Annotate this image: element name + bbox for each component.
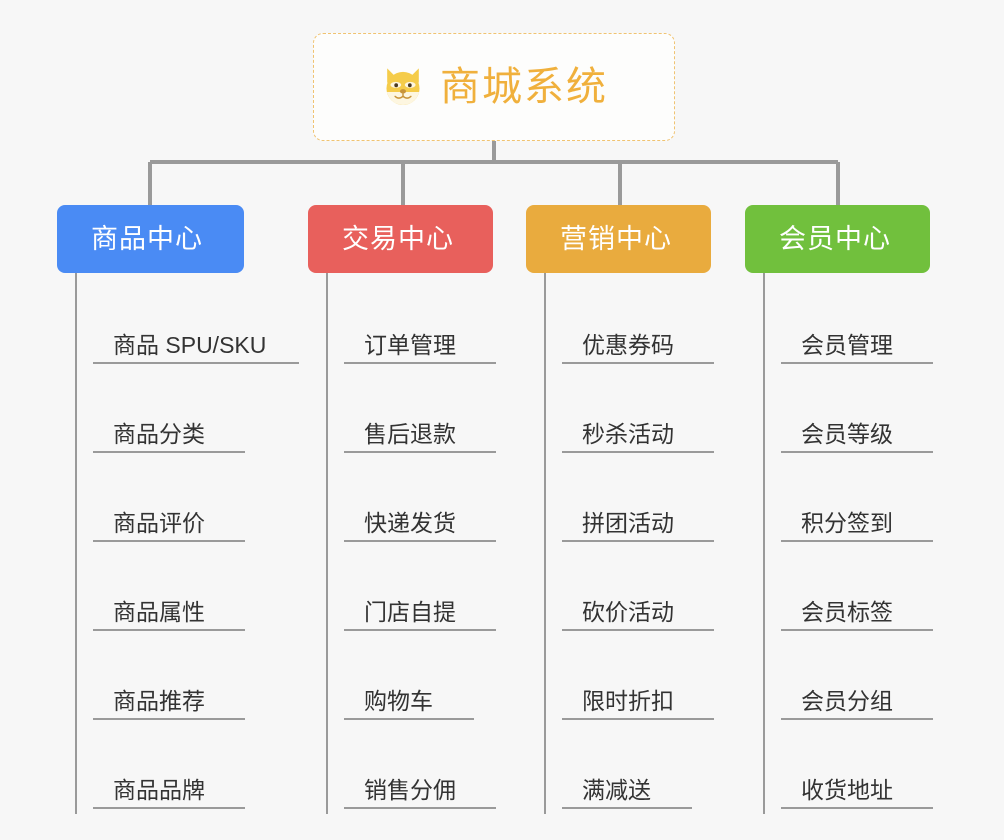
branch-column-1: 商品中心 商品 SPU/SKU 商品分类 商品评价 商品属性 商品推荐 bbox=[57, 205, 299, 814]
leaf-item[interactable]: 商品属性 bbox=[75, 542, 245, 631]
leaf-item[interactable]: 会员标签 bbox=[763, 542, 933, 631]
leaf-item[interactable]: 秒杀活动 bbox=[544, 364, 714, 453]
root-title: 商城系统 bbox=[440, 65, 608, 109]
leaf-label: 优惠券码 bbox=[582, 331, 674, 358]
leaf-item[interactable]: 收货地址 bbox=[763, 720, 933, 809]
leaf-underline bbox=[781, 629, 933, 631]
root-node[interactable]: 商城系统 bbox=[313, 33, 675, 141]
leaf-list-2: 订单管理 售后退款 快递发货 门店自提 购物车 销售分佣 bbox=[308, 273, 496, 814]
leaf-item[interactable]: 购物车 bbox=[326, 631, 493, 720]
leaf-underline bbox=[344, 540, 496, 542]
leaf-label: 积分签到 bbox=[801, 509, 893, 536]
category-label-3: 营销中心 bbox=[560, 223, 672, 254]
leaf-label: 商品属性 bbox=[113, 598, 205, 625]
category-box-2[interactable]: 交易中心 bbox=[308, 205, 493, 273]
leaf-underline bbox=[562, 451, 714, 453]
leaf-label: 限时折扣 bbox=[582, 687, 674, 714]
category-box-1[interactable]: 商品中心 bbox=[57, 205, 244, 273]
leaf-underline bbox=[562, 807, 692, 809]
leaf-label: 购物车 bbox=[364, 687, 433, 714]
leaf-item[interactable]: 会员等级 bbox=[763, 364, 933, 453]
leaf-item[interactable]: 商品评价 bbox=[75, 453, 245, 542]
leaf-underline bbox=[781, 807, 933, 809]
leaf-label: 商品分类 bbox=[113, 420, 205, 447]
category-label-2: 交易中心 bbox=[342, 223, 454, 254]
leaf-label: 会员标签 bbox=[801, 598, 893, 625]
leaf-label: 商品评价 bbox=[113, 509, 205, 536]
leaf-item[interactable]: 限时折扣 bbox=[544, 631, 714, 720]
leaf-item[interactable]: 商品品牌 bbox=[75, 720, 245, 809]
leaf-item[interactable]: 订单管理 bbox=[326, 273, 496, 364]
branch-spine-3 bbox=[544, 273, 546, 814]
leaf-underline bbox=[562, 718, 714, 720]
leaf-label: 门店自提 bbox=[364, 598, 456, 625]
leaf-label: 收货地址 bbox=[801, 776, 893, 803]
leaf-label: 砍价活动 bbox=[582, 598, 674, 625]
leaf-item[interactable]: 销售分佣 bbox=[326, 720, 496, 809]
leaf-label: 商品推荐 bbox=[113, 687, 205, 714]
leaf-underline bbox=[562, 540, 714, 542]
leaf-label: 订单管理 bbox=[364, 331, 456, 358]
branch-column-2: 交易中心 订单管理 售后退款 快递发货 门店自提 购物车 bbox=[308, 205, 496, 814]
leaf-underline bbox=[781, 718, 933, 720]
leaf-underline bbox=[562, 362, 714, 364]
leaf-label: 会员管理 bbox=[801, 331, 893, 358]
shiba-dog-icon bbox=[386, 68, 420, 105]
leaf-underline bbox=[93, 451, 245, 453]
leaf-underline bbox=[781, 540, 933, 542]
leaf-label: 商品品牌 bbox=[113, 776, 205, 803]
leaf-label: 拼团活动 bbox=[582, 509, 674, 536]
leaf-item[interactable]: 满减送 bbox=[544, 720, 711, 809]
branch-spine-2 bbox=[326, 273, 328, 814]
leaf-label: 销售分佣 bbox=[364, 776, 456, 803]
leaf-underline bbox=[93, 540, 245, 542]
leaf-label: 秒杀活动 bbox=[582, 420, 674, 447]
leaf-item[interactable]: 售后退款 bbox=[326, 364, 496, 453]
leaf-label: 会员分组 bbox=[801, 687, 893, 714]
branch-column-4: 会员中心 会员管理 会员等级 积分签到 会员标签 会员分组 bbox=[745, 205, 933, 814]
leaf-item[interactable]: 门店自提 bbox=[326, 542, 496, 631]
leaf-label: 满减送 bbox=[582, 776, 651, 803]
leaf-label: 快递发货 bbox=[364, 509, 456, 536]
leaf-underline bbox=[93, 718, 245, 720]
category-label-1: 商品中心 bbox=[91, 223, 203, 254]
leaf-item[interactable]: 砍价活动 bbox=[544, 542, 714, 631]
leaf-list-4: 会员管理 会员等级 积分签到 会员标签 会员分组 收货地址 bbox=[745, 273, 933, 814]
leaf-item[interactable]: 优惠券码 bbox=[544, 273, 714, 364]
leaf-underline bbox=[93, 807, 245, 809]
leaf-underline bbox=[93, 362, 299, 364]
leaf-label: 售后退款 bbox=[364, 420, 456, 447]
leaf-item[interactable]: 商品 SPU/SKU bbox=[75, 273, 299, 364]
leaf-label: 会员等级 bbox=[801, 420, 893, 447]
leaf-list-3: 优惠券码 秒杀活动 拼团活动 砍价活动 限时折扣 满减送 bbox=[526, 273, 714, 814]
leaf-underline bbox=[781, 451, 933, 453]
leaf-item[interactable]: 积分签到 bbox=[763, 453, 933, 542]
leaf-underline bbox=[344, 362, 496, 364]
leaf-item[interactable]: 商品分类 bbox=[75, 364, 245, 453]
category-label-4: 会员中心 bbox=[779, 223, 891, 254]
leaf-item[interactable]: 会员分组 bbox=[763, 631, 933, 720]
branch-spine-4 bbox=[763, 273, 765, 814]
leaf-underline bbox=[344, 629, 496, 631]
branch-spine-1 bbox=[75, 273, 77, 814]
leaf-underline bbox=[781, 362, 933, 364]
leaf-item[interactable]: 快递发货 bbox=[326, 453, 496, 542]
leaf-underline bbox=[344, 718, 474, 720]
leaf-item[interactable]: 拼团活动 bbox=[544, 453, 714, 542]
root-node-content: 商城系统 bbox=[380, 64, 608, 110]
leaf-underline bbox=[344, 451, 496, 453]
leaf-list-1: 商品 SPU/SKU 商品分类 商品评价 商品属性 商品推荐 商品品牌 bbox=[57, 273, 299, 814]
leaf-underline bbox=[93, 629, 245, 631]
category-box-3[interactable]: 营销中心 bbox=[526, 205, 711, 273]
leaf-underline bbox=[344, 807, 496, 809]
category-box-4[interactable]: 会员中心 bbox=[745, 205, 930, 273]
leaf-item[interactable]: 会员管理 bbox=[763, 273, 933, 364]
leaf-label: 商品 SPU/SKU bbox=[113, 331, 267, 358]
leaf-item[interactable]: 商品推荐 bbox=[75, 631, 245, 720]
leaf-underline bbox=[562, 629, 714, 631]
branch-column-3: 营销中心 优惠券码 秒杀活动 拼团活动 砍价活动 限时折扣 bbox=[526, 205, 714, 814]
